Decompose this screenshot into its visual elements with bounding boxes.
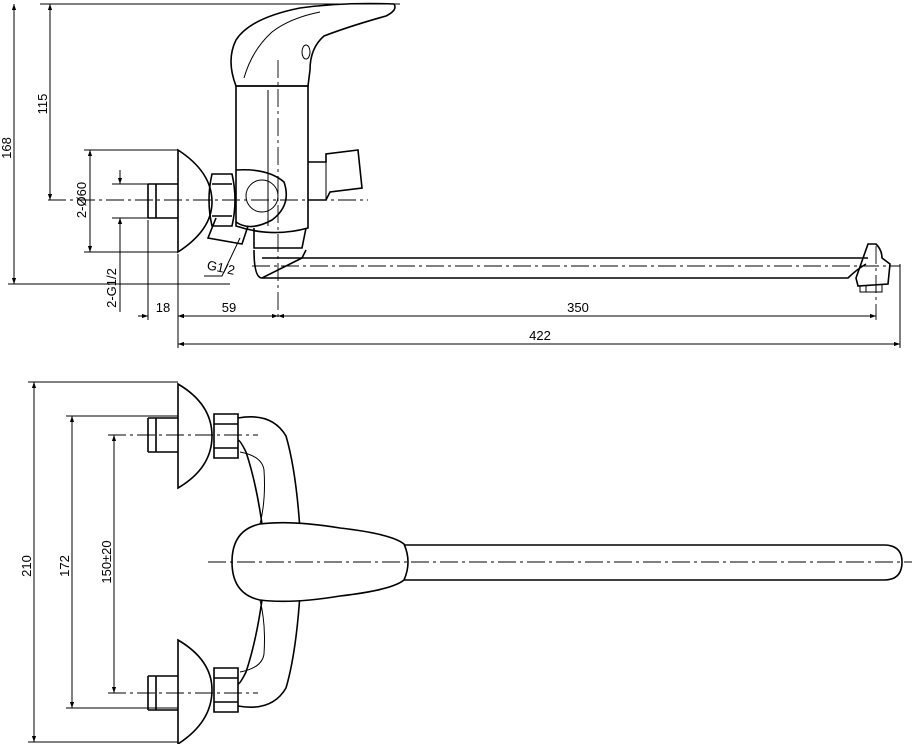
top-lower-nut (213, 667, 239, 713)
top-spout (400, 544, 903, 581)
top-upper-nut (213, 413, 239, 459)
top-upper-flange (177, 382, 213, 490)
label-210: 210 (19, 555, 34, 577)
side-hex-nut (208, 173, 236, 227)
side-diverter-knob (308, 149, 363, 201)
label-422: 422 (529, 328, 551, 343)
side-eccentric-connector (206, 217, 249, 245)
label-g12-inlet: 2-G1/2 (104, 268, 119, 308)
side-view: 168 115 2-Ø60 2-G1/2 G1/2 18 59 350 422 (0, 2, 901, 348)
label-d60: 2-Ø60 (74, 182, 89, 218)
top-lower-arm (237, 593, 301, 708)
top-upper-inlet (147, 417, 178, 453)
label-59: 59 (222, 300, 236, 315)
top-lower-inlet (147, 675, 178, 711)
top-view: 210 172 150±20 (19, 381, 912, 744)
side-main-body (235, 85, 309, 234)
side-handle-lever (230, 2, 396, 87)
side-elbow-ring (245, 179, 279, 213)
label-168: 168 (0, 137, 14, 159)
top-upper-arm (237, 416, 301, 531)
side-inlet-pipe (147, 183, 178, 219)
label-172: 172 (57, 555, 72, 577)
label-115: 115 (35, 94, 50, 115)
side-spout-collar (253, 249, 307, 279)
leader-g12 (204, 237, 241, 277)
side-body-elbow (235, 168, 288, 228)
side-wall-flange (177, 148, 213, 254)
side-aerator (855, 243, 891, 287)
label-150: 150±20 (99, 540, 114, 583)
label-18: 18 (156, 300, 170, 315)
label-g12-nut: G1/2 (206, 257, 237, 278)
label-350: 350 (567, 300, 589, 315)
side-spout (262, 257, 868, 279)
top-lower-flange (177, 638, 213, 744)
